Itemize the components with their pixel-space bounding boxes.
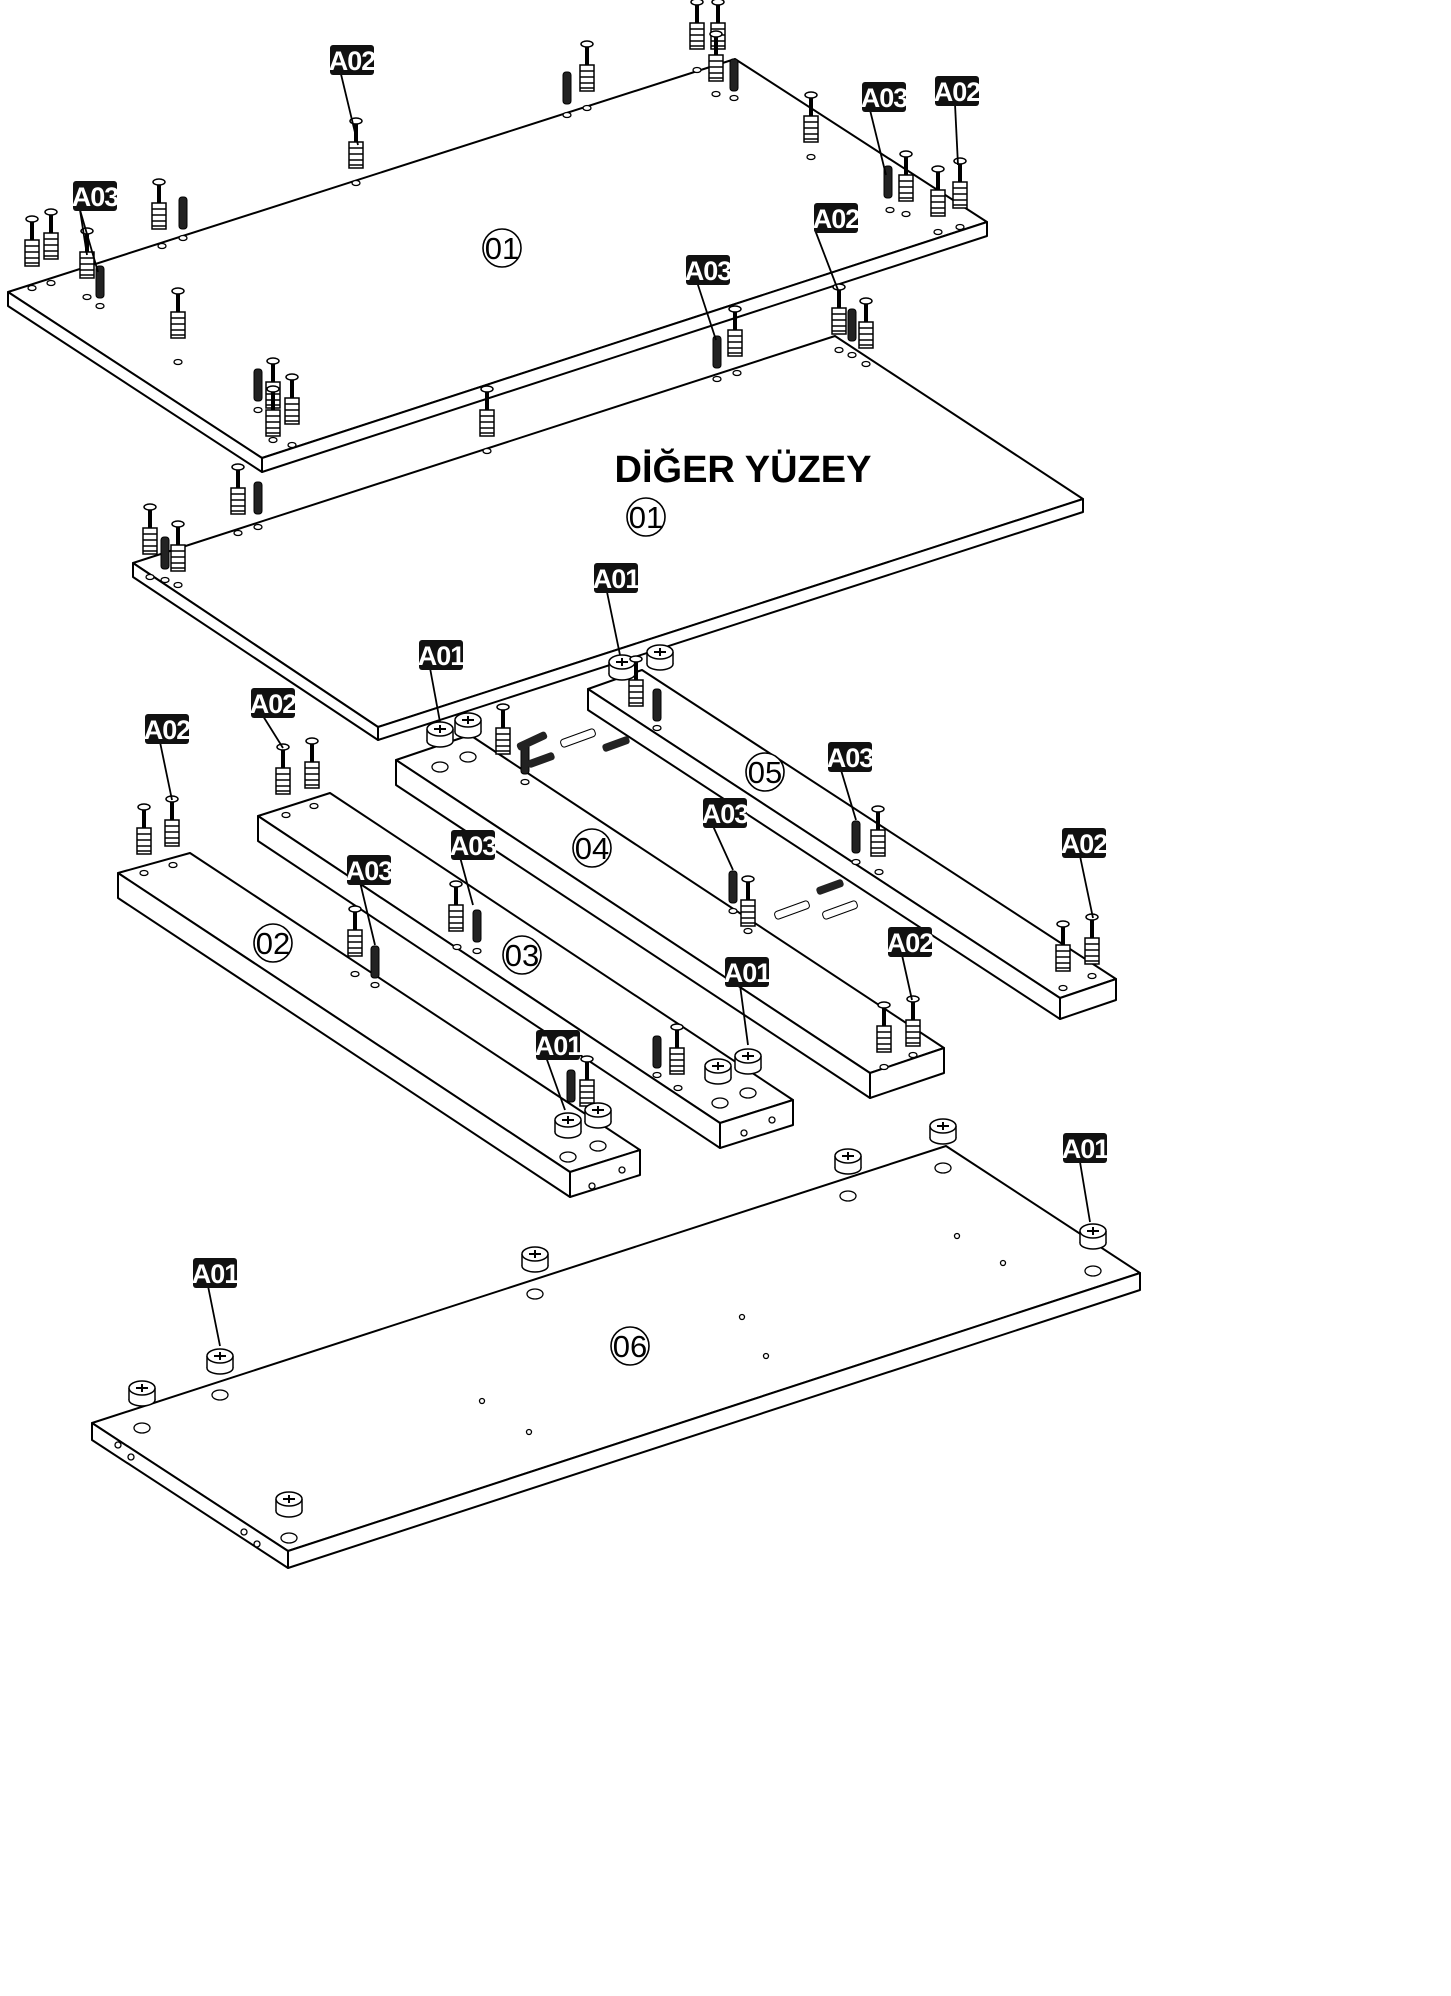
panel-04 (395, 734, 945, 1099)
svg-text:A02: A02 (887, 928, 934, 958)
svg-text:A02: A02 (144, 715, 191, 745)
callout-tag: A03 (685, 255, 733, 286)
panel-label-05: 05 (745, 752, 785, 792)
svg-text:01: 01 (629, 500, 663, 535)
callout-tag: A03 (861, 82, 909, 113)
svg-text:A01: A01 (192, 1259, 240, 1289)
panel-02 (117, 852, 641, 1198)
callout-tag: A02 (934, 76, 981, 107)
svg-text:A03: A03 (827, 743, 875, 773)
callout-tag: A03 (72, 181, 120, 212)
panel-label-04: 04 (572, 828, 612, 868)
panel-labels: 01 01 DİĞER YÜZEY 02 03 04 05 06 (253, 228, 872, 1366)
callout-tag: A03 (346, 855, 394, 886)
callout-tags: A02 A03 A02 A03 A02 A03 A01 A01 A02 A02 … (72, 45, 1110, 1289)
callout-tag: A02 (887, 927, 934, 958)
panel-label-06: 06 (610, 1326, 650, 1366)
callout-tag: A01 (724, 957, 772, 988)
svg-text:A02: A02 (813, 204, 860, 234)
svg-text:06: 06 (613, 1329, 647, 1364)
leader-lines (79, 69, 1094, 1347)
panel-label-03: 03 (502, 935, 542, 975)
hardware-bottom-panel (114, 1118, 1107, 1548)
svg-text:A03: A03 (450, 831, 498, 861)
callout-tag: A01 (418, 640, 466, 671)
svg-text:A02: A02 (329, 46, 376, 76)
callout-tag: A01 (1062, 1133, 1110, 1164)
svg-text:A02: A02 (934, 77, 981, 107)
svg-text:A01: A01 (1062, 1134, 1110, 1164)
svg-text:03: 03 (505, 938, 539, 973)
callout-tag: A01 (192, 1258, 240, 1289)
callout-tag: A02 (329, 45, 376, 76)
panel-label-01-top: 01 (482, 228, 522, 268)
panel-label-01-other-side: 01 (626, 497, 666, 537)
svg-text:A03: A03 (861, 83, 909, 113)
svg-text:01: 01 (485, 231, 519, 266)
svg-text:A02: A02 (1061, 829, 1108, 859)
callout-tag: A03 (702, 798, 750, 829)
svg-text:05: 05 (748, 755, 782, 790)
callout-tag: A02 (1061, 828, 1108, 859)
svg-text:A01: A01 (724, 958, 772, 988)
svg-text:02: 02 (256, 926, 290, 961)
callout-tag: A03 (450, 830, 498, 861)
svg-text:A03: A03 (346, 856, 394, 886)
panel-01-other-side (132, 335, 1084, 741)
hardware-rails (135, 644, 1101, 1190)
svg-text:A02: A02 (250, 689, 297, 719)
callout-tag: A02 (250, 688, 297, 719)
callout-tag: A03 (827, 742, 875, 773)
svg-text:A03: A03 (72, 182, 120, 212)
svg-text:A01: A01 (535, 1031, 583, 1061)
svg-text:A03: A03 (685, 256, 733, 286)
svg-text:A01: A01 (418, 641, 466, 671)
svg-text:A03: A03 (702, 799, 750, 829)
callout-tag: A02 (144, 714, 191, 745)
callout-tag: A01 (593, 563, 641, 594)
other-side-heading: DİĞER YÜZEY (615, 447, 872, 491)
svg-text:04: 04 (575, 831, 609, 866)
svg-text:A01: A01 (593, 564, 641, 594)
callout-tag: A01 (535, 1030, 583, 1061)
panel-label-02: 02 (253, 923, 293, 963)
callout-tag: A02 (813, 203, 860, 234)
